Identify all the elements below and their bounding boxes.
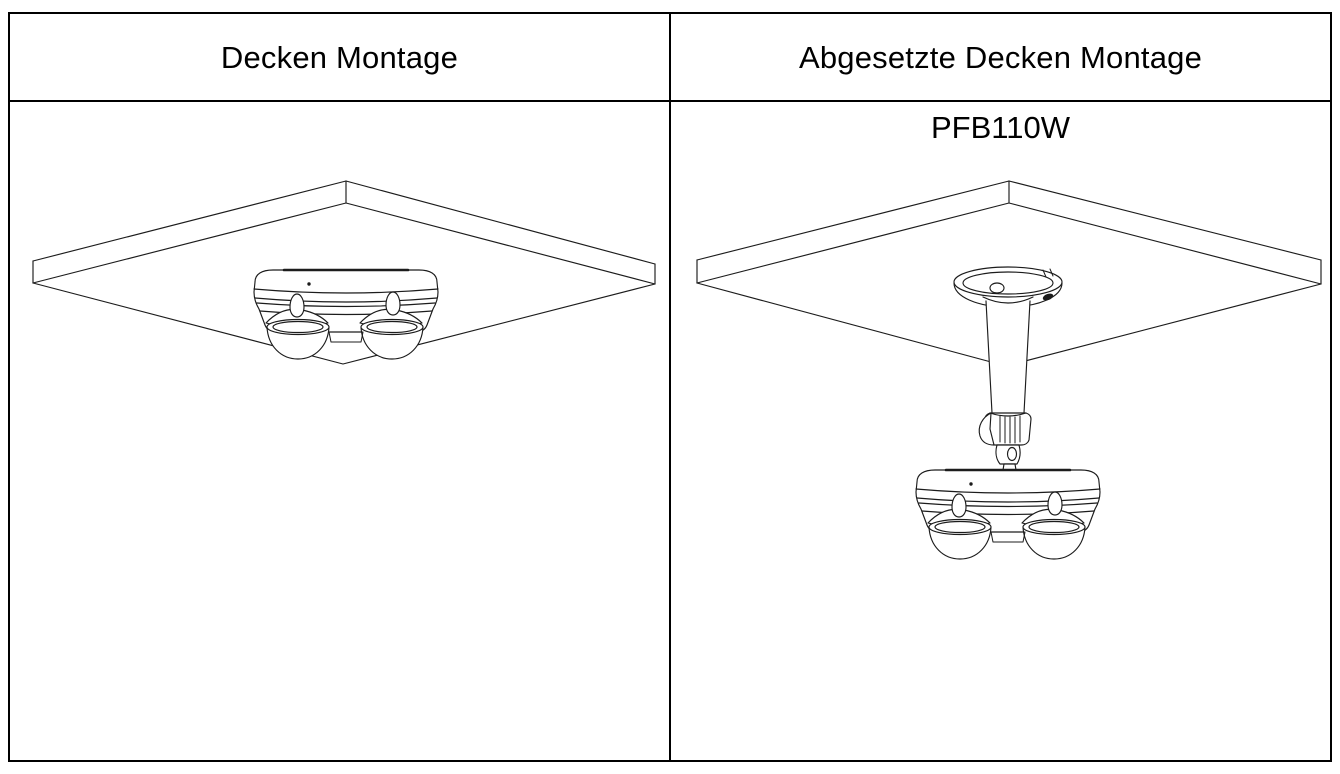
- pendant-mount-title: Abgesetzte Decken Montage: [798, 39, 1203, 75]
- bracket-part-number: PFB110W: [931, 110, 1070, 145]
- header-cell-ceiling-mount: Decken Montage: [10, 14, 671, 102]
- header-cell-pendant-mount: Abgesetzte Decken Montage: [671, 14, 1330, 102]
- pendant-mount-diagram: [696, 180, 1322, 560]
- ceiling-mount-drawing-cell: [10, 102, 671, 760]
- mounting-options-table: Decken Montage Abgesetzte Decken Montage: [8, 12, 1332, 762]
- pendant-mount-drawing-cell: PFB110W: [671, 102, 1330, 760]
- ceiling-slab-drawing: [32, 180, 656, 365]
- ceiling-mount-title: Decken Montage: [220, 39, 459, 75]
- pendant-bracket-drawing: [953, 266, 1063, 471]
- dual-dome-camera-drawing: [253, 268, 439, 360]
- dual-dome-camera-drawing: [915, 468, 1101, 560]
- ceiling-mount-diagram: [32, 180, 656, 365]
